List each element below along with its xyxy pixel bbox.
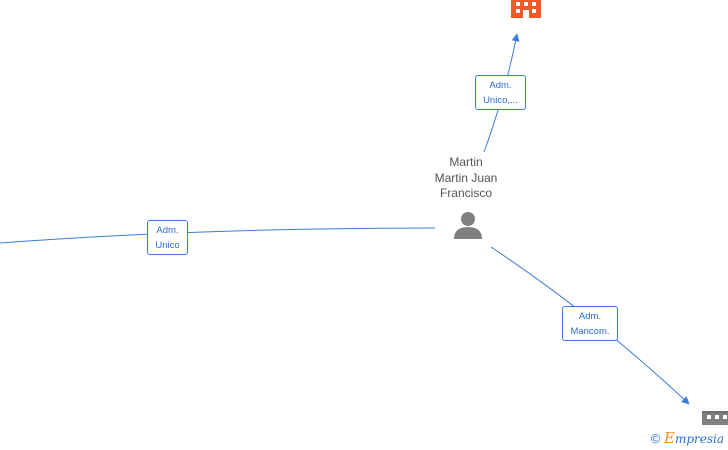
edge-label-left[interactable]: Adm. Unico	[147, 220, 188, 255]
edge-label-top-line-1: Adm.	[489, 80, 512, 91]
copyright-brand: © Empresia	[651, 429, 724, 447]
edge-label-top[interactable]: Adm. Unico,...	[475, 75, 526, 110]
person-name-line-3: Francisco	[439, 186, 492, 200]
person-icon[interactable]	[454, 212, 482, 239]
company-bottom-right-building-icon[interactable]	[702, 411, 728, 425]
edge-label-left-line-1: Adm.	[156, 225, 179, 236]
copyright-icon: ©	[650, 431, 661, 446]
edge-label-top-line-2: Unico,...	[483, 95, 518, 106]
edge-label-bottom[interactable]: Adm. Mancom.	[562, 306, 618, 341]
edge-label-bottom-line-1: Adm.	[578, 311, 602, 322]
person-name-line-1: Martin	[449, 155, 483, 169]
edge-label-left-line-2: Unico	[155, 240, 180, 251]
person-name[interactable]: Martin Martin Juan Francisco	[416, 155, 516, 202]
person-name-line-2: Martin Juan	[434, 170, 498, 185]
brand-logo-text: mpresia	[674, 432, 724, 446]
edge-label-bottom-line-2: Mancom.	[570, 326, 610, 337]
brand-logo-e: E	[663, 429, 675, 447]
company-top-building-icon[interactable]	[511, 0, 541, 18]
edge-line-left	[0, 227, 436, 244]
